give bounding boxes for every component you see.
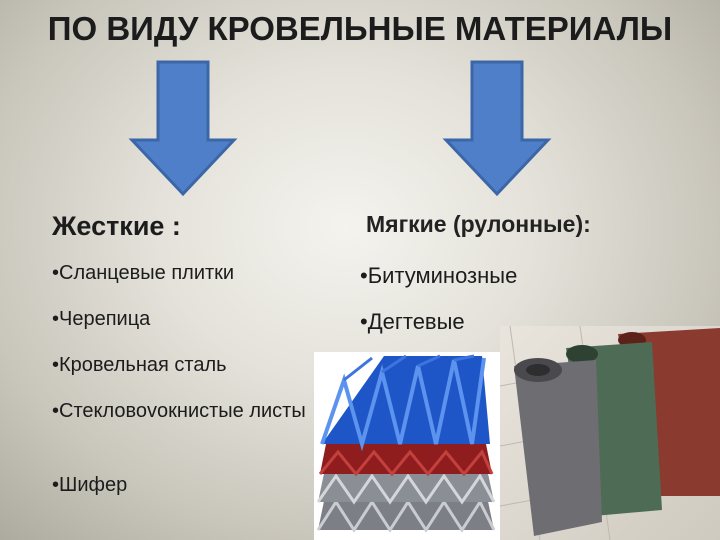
- list-item: •Дегтевые: [360, 309, 465, 334]
- list-item: •Шифер: [52, 474, 128, 496]
- list-item: •Битуминозные: [360, 263, 518, 288]
- list-item: •Сланцевые плитки: [52, 262, 235, 284]
- arrow-down-icon: [442, 60, 552, 197]
- list-item: •Черепица: [52, 308, 151, 330]
- slide-title: ПО ВИДУ КРОВЕЛЬНЫЕ МАТЕРИАЛЫ: [47, 10, 673, 47]
- soft-materials-heading: Мягкие (рулонные):: [366, 211, 591, 237]
- corrugated-sheets-image: [314, 352, 500, 540]
- list-item: •Кровельная сталь: [52, 354, 227, 376]
- list-item: •Стекловоvoкнистые листы: [52, 400, 306, 422]
- hard-materials-heading: Жесткие :: [52, 211, 181, 241]
- arrow-down-icon: [128, 60, 238, 197]
- roll-roofing-image: [500, 326, 720, 540]
